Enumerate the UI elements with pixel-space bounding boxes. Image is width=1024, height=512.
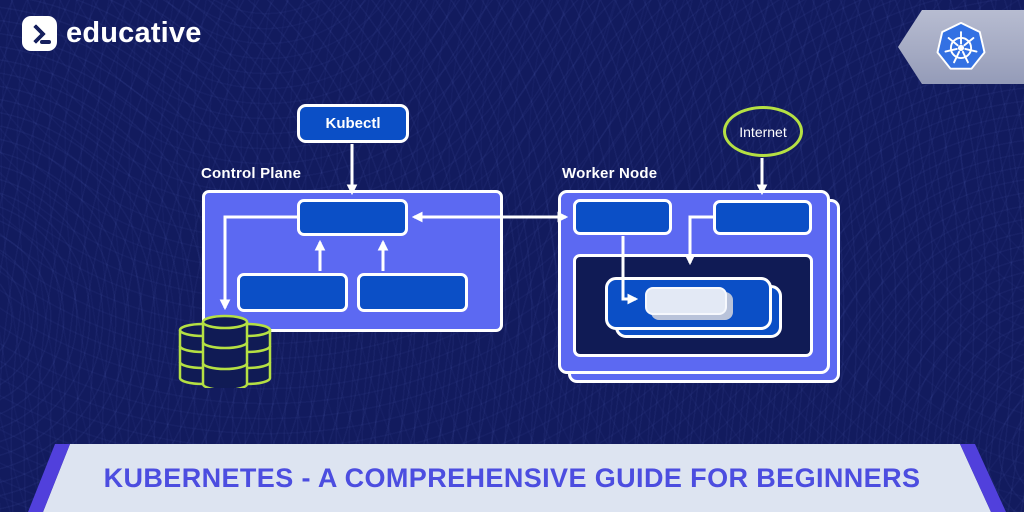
kubectl-label: Kubectl	[325, 115, 381, 132]
api-server-box	[297, 199, 408, 236]
title-banner-background	[43, 444, 991, 512]
page-title: KUBERNETES - A COMPREHENSIVE GUIDE FOR B…	[103, 463, 921, 493]
kube-proxy-box	[713, 200, 812, 235]
control-plane-label: Control Plane	[201, 165, 302, 182]
kubernetes-logo-icon	[936, 21, 986, 70]
scheduler-box	[237, 273, 348, 312]
kubectl-box: Kubectl	[297, 104, 409, 143]
internet-label: Internet	[739, 123, 787, 140]
brand-logo: educative	[22, 16, 202, 51]
kubernetes-badge	[898, 10, 1024, 84]
terminal-icon	[22, 16, 57, 51]
brand-wordmark: educative	[66, 17, 202, 49]
container-box	[645, 287, 727, 315]
etcd-database-icon	[178, 314, 272, 388]
worker-node-label: Worker Node	[562, 165, 658, 182]
title-banner: KUBERNETES - A COMPREHENSIVE GUIDE FOR B…	[0, 444, 1024, 512]
kubelet-box	[573, 199, 672, 235]
underscore-icon	[40, 40, 51, 44]
internet-oval: Internet	[723, 106, 803, 157]
controller-manager-box	[357, 273, 468, 312]
